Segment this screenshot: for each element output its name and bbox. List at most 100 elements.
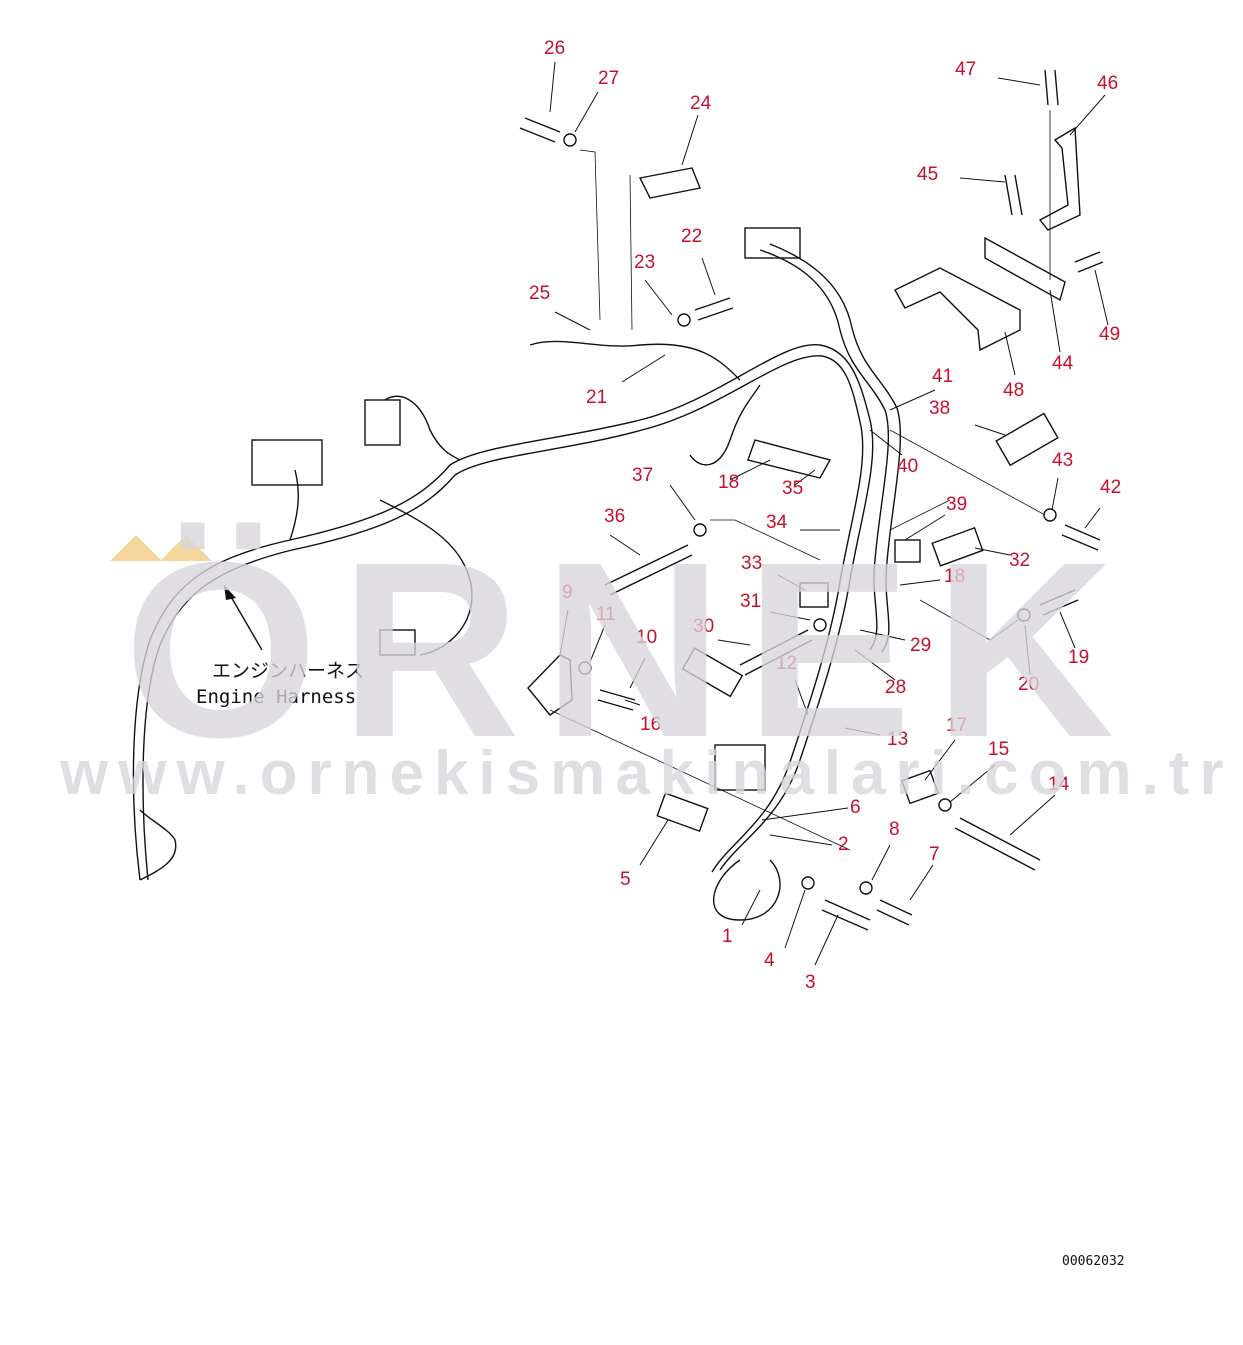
leader-49 xyxy=(1094,269,1109,326)
leader-23 xyxy=(644,279,673,316)
bolt-19 xyxy=(1039,589,1079,616)
harness-trunk-outline xyxy=(142,355,864,881)
callout-29: 29 xyxy=(910,635,931,656)
leader-36 xyxy=(609,534,641,556)
connector-block-left xyxy=(251,439,323,486)
harness-drop xyxy=(139,809,177,881)
leader-25 xyxy=(554,311,591,331)
callout-45: 45 xyxy=(917,164,938,185)
leader-43 xyxy=(1051,477,1059,511)
callout-28: 28 xyxy=(885,677,906,698)
callout-21: 21 xyxy=(586,387,607,408)
callout-38: 38 xyxy=(929,398,950,419)
engine-harness-label: Engine Harness xyxy=(196,686,356,708)
bolt-45 xyxy=(1004,174,1023,216)
callout-44: 44 xyxy=(1052,353,1074,374)
bolt-49 xyxy=(1074,251,1104,273)
leader-5 xyxy=(639,819,669,866)
assembly-line-27 xyxy=(579,149,601,321)
leader-40 xyxy=(869,429,903,456)
bolt-47 xyxy=(1044,69,1059,106)
leader-14 xyxy=(1009,794,1056,836)
clamp-35 xyxy=(747,439,832,479)
harness-pigtail xyxy=(689,384,761,466)
callout-11: 11 xyxy=(596,604,616,625)
leader-31 xyxy=(769,611,811,621)
assembly-line-43 xyxy=(889,429,1046,516)
assembly-line-9 xyxy=(549,709,851,851)
spacer-30 xyxy=(681,647,744,698)
connector-bottom xyxy=(714,744,766,791)
callout-30: 30 xyxy=(693,616,714,637)
washer-4 xyxy=(801,876,815,890)
leader-37 xyxy=(669,484,696,521)
callout-42: 42 xyxy=(1100,477,1121,498)
callout-10: 10 xyxy=(636,627,657,648)
callout-37: 37 xyxy=(632,465,653,486)
callout-9: 9 xyxy=(562,582,573,603)
bolt-36 xyxy=(604,544,693,596)
leader-19 xyxy=(1059,611,1076,649)
spacer-32 xyxy=(931,526,984,567)
callout-31: 31 xyxy=(740,591,761,612)
callout-23: 23 xyxy=(634,252,655,273)
callout-24: 24 xyxy=(690,93,712,114)
leader-35 xyxy=(794,469,816,486)
leader-26 xyxy=(549,61,556,113)
callout-25: 25 xyxy=(529,283,550,304)
leader-46 xyxy=(1069,94,1106,136)
leader-3 xyxy=(814,914,839,966)
spacer-38 xyxy=(995,412,1059,467)
leader-39 xyxy=(904,514,946,541)
washer-15 xyxy=(938,798,952,812)
bolt-31 xyxy=(739,629,813,676)
leader-8 xyxy=(871,844,891,881)
leader-17 xyxy=(924,739,956,781)
washer-43 xyxy=(1043,508,1057,522)
leader-16 xyxy=(624,699,641,706)
callout-26: 26 xyxy=(544,38,565,59)
document-number: 00062032 xyxy=(1062,1254,1125,1269)
callout-36: 36 xyxy=(604,506,625,527)
washer-20 xyxy=(1017,608,1031,622)
callout-19: 19 xyxy=(1068,647,1089,668)
harness-branch-left xyxy=(289,469,299,541)
callout-16: 16 xyxy=(640,714,661,735)
spacer-39 xyxy=(894,539,921,563)
leader-21 xyxy=(621,354,666,383)
leader-22 xyxy=(701,257,716,296)
washer-37 xyxy=(693,523,707,537)
leader-33 xyxy=(777,574,806,591)
spacer-5 xyxy=(656,792,709,833)
harness-branch-left-mid xyxy=(379,499,473,656)
harness-upper-left xyxy=(529,340,741,381)
leader-9 xyxy=(559,609,569,656)
leader-47 xyxy=(997,77,1041,86)
leader-7 xyxy=(909,864,934,901)
leader-45 xyxy=(959,177,1006,183)
bolt-7 xyxy=(876,899,913,926)
spacer-33 xyxy=(799,582,829,608)
connector-small xyxy=(379,629,416,656)
callout-4: 4 xyxy=(764,950,775,971)
engine-harness-arrowhead xyxy=(224,585,236,600)
leader-41 xyxy=(889,389,936,411)
callout-22: 22 xyxy=(681,226,702,247)
harness-branch-upper xyxy=(759,249,890,651)
leader-48 xyxy=(1004,331,1016,376)
harness-lower-loop xyxy=(712,859,781,921)
leader-18b xyxy=(899,579,941,586)
engine-harness-pointer xyxy=(229,594,263,651)
callout-39: 39 xyxy=(946,494,967,515)
spacer-17 xyxy=(900,769,940,805)
callout-43: 43 xyxy=(1052,450,1073,471)
callout-18: 18 xyxy=(944,566,965,587)
callout-5: 5 xyxy=(620,869,631,890)
leader-30 xyxy=(717,639,751,646)
leader-32 xyxy=(974,547,1011,556)
bolt-10 xyxy=(597,689,636,711)
bracket-24 xyxy=(638,167,701,199)
callout-1: 1 xyxy=(722,926,733,947)
